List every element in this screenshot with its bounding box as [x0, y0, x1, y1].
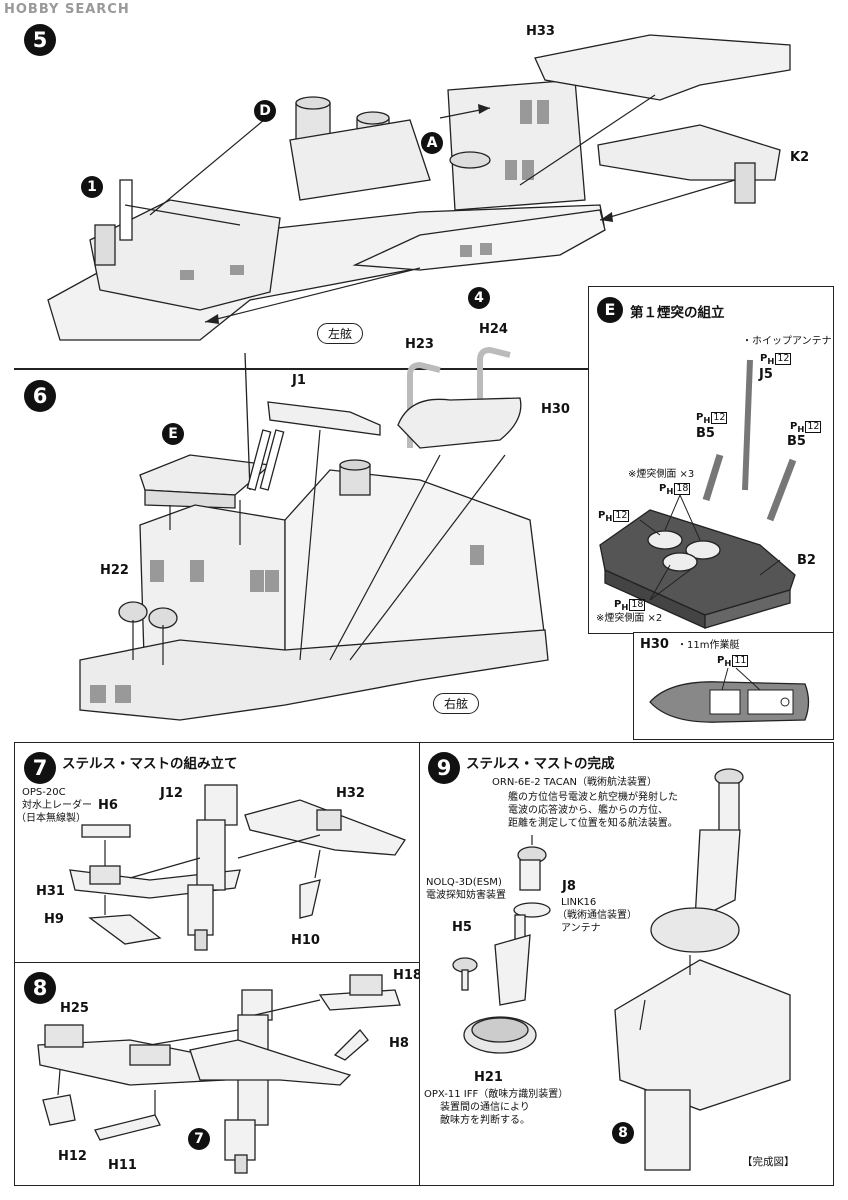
part-h5-label: H5 [452, 920, 472, 935]
part-h31-label: H31 [36, 884, 65, 899]
tacan-desc-1: 艦の方位信号電波と航空機が発射した [508, 792, 678, 803]
link16-desc: （戦術通信装置） [557, 910, 637, 921]
part-j12-label: J12 [160, 786, 183, 801]
step7-number: 7 [24, 752, 56, 784]
subpanel-e-drawing [599, 359, 797, 630]
subpanel-e-letter: E [597, 297, 623, 323]
part-j8-label: J8 [562, 879, 576, 894]
subpanel-h30-note: ・11m作業艇 [677, 640, 740, 651]
divider-5-6 [14, 368, 590, 370]
ref-a-marker: A [421, 132, 443, 154]
part-h11-label: H11 [108, 1158, 137, 1173]
step9-title: ステルス・マストの完成 [466, 756, 615, 772]
part-j5-label: J5 [759, 367, 773, 382]
ref-4-marker: 4 [468, 287, 490, 309]
port-view-label: 左舷 [317, 323, 364, 344]
funnel-side-note-2: ※煙突側面 ×2 [596, 613, 663, 624]
part-h21-label: H21 [474, 1070, 503, 1085]
link16-antenna: アンテナ [561, 923, 601, 934]
part-b2-label: B2 [797, 553, 816, 568]
step7-title: ステルス・マストの組み立て [62, 756, 238, 772]
esm-name: NOLQ-3D(ESM) [426, 877, 502, 888]
part-h9-label: H9 [44, 912, 64, 927]
ops20c-desc: 対水上レーダー [22, 800, 92, 811]
esm-desc: 電波探知妨害装置 [426, 890, 506, 901]
part-j1-label: J1 [292, 373, 306, 388]
part-b5-left-label: B5 [696, 426, 715, 441]
part-h25-label: H25 [60, 1001, 89, 1016]
step8-number: 8 [24, 972, 56, 1004]
h30-boat [397, 397, 522, 449]
ops20c-name: OPS-20C [22, 787, 66, 798]
step6-drawing [79, 346, 549, 721]
ref-d-marker: D [254, 100, 276, 122]
funnel-side-note-3: ※煙突側面 ×3 [628, 469, 695, 480]
part-h22-label: H22 [100, 563, 129, 578]
tacan-desc-3: 距離を測定して位置を知る航法装置。 [508, 818, 678, 829]
ref-1-marker: 1 [81, 176, 103, 198]
part-h23-label: H23 [405, 337, 434, 352]
whip-antenna-note: ・ホイップアンテナ [742, 336, 832, 347]
part-b5-right-label: B5 [787, 434, 806, 449]
part-h33-label: H33 [526, 24, 555, 39]
step9-number: 9 [428, 752, 460, 784]
subpanel-e-title: 第１煙突の組立 [630, 305, 725, 321]
subpanel-h30-part: H30 [640, 637, 669, 652]
step5-drawing [47, 34, 791, 341]
step5-number: 5 [24, 24, 56, 56]
bridge-block [89, 199, 281, 311]
step6-number: 6 [24, 380, 56, 412]
iff-desc-2: 敵味方を判断する。 [440, 1115, 530, 1126]
part-k2-label: K2 [790, 150, 810, 165]
iff-name: OPX-11 IFF（敵味方識別装置） [424, 1089, 569, 1100]
link16-name: LINK16 [561, 897, 597, 908]
part-h24-label: H24 [479, 322, 508, 337]
ops20c-maker: （日本無線製） [16, 813, 86, 824]
watermark: HOBBY SEARCH [4, 2, 130, 17]
step7-drawing [69, 784, 406, 951]
part-h12-label: H12 [58, 1149, 87, 1164]
h30-boat-topview [649, 667, 810, 723]
step9-panel [419, 742, 834, 1186]
part-h30-label: H30 [541, 402, 570, 417]
j1-part [267, 401, 381, 436]
part-h32-label: H32 [336, 786, 365, 801]
ref-e-marker: E [162, 423, 184, 445]
starboard-view-label: 右舷 [433, 693, 480, 714]
ref-8-marker: 8 [612, 1122, 634, 1144]
part-h8-label: H8 [389, 1036, 409, 1051]
tacan-name: ORN-6E-2 TACAN（戦術航法装置） [492, 777, 658, 788]
part-h18-label: H18 [393, 968, 422, 983]
completed-view-label: 【完成図】 [742, 1156, 795, 1168]
part-h6-label: H6 [98, 798, 118, 813]
h33-part [534, 34, 791, 101]
part-h10-label: H10 [291, 933, 320, 948]
iff-desc-1: 装置間の通信により [440, 1102, 530, 1113]
ref-7-marker: 7 [188, 1128, 210, 1150]
tacan-desc-2: 電波の応答波から、艦からの方位、 [508, 805, 668, 816]
